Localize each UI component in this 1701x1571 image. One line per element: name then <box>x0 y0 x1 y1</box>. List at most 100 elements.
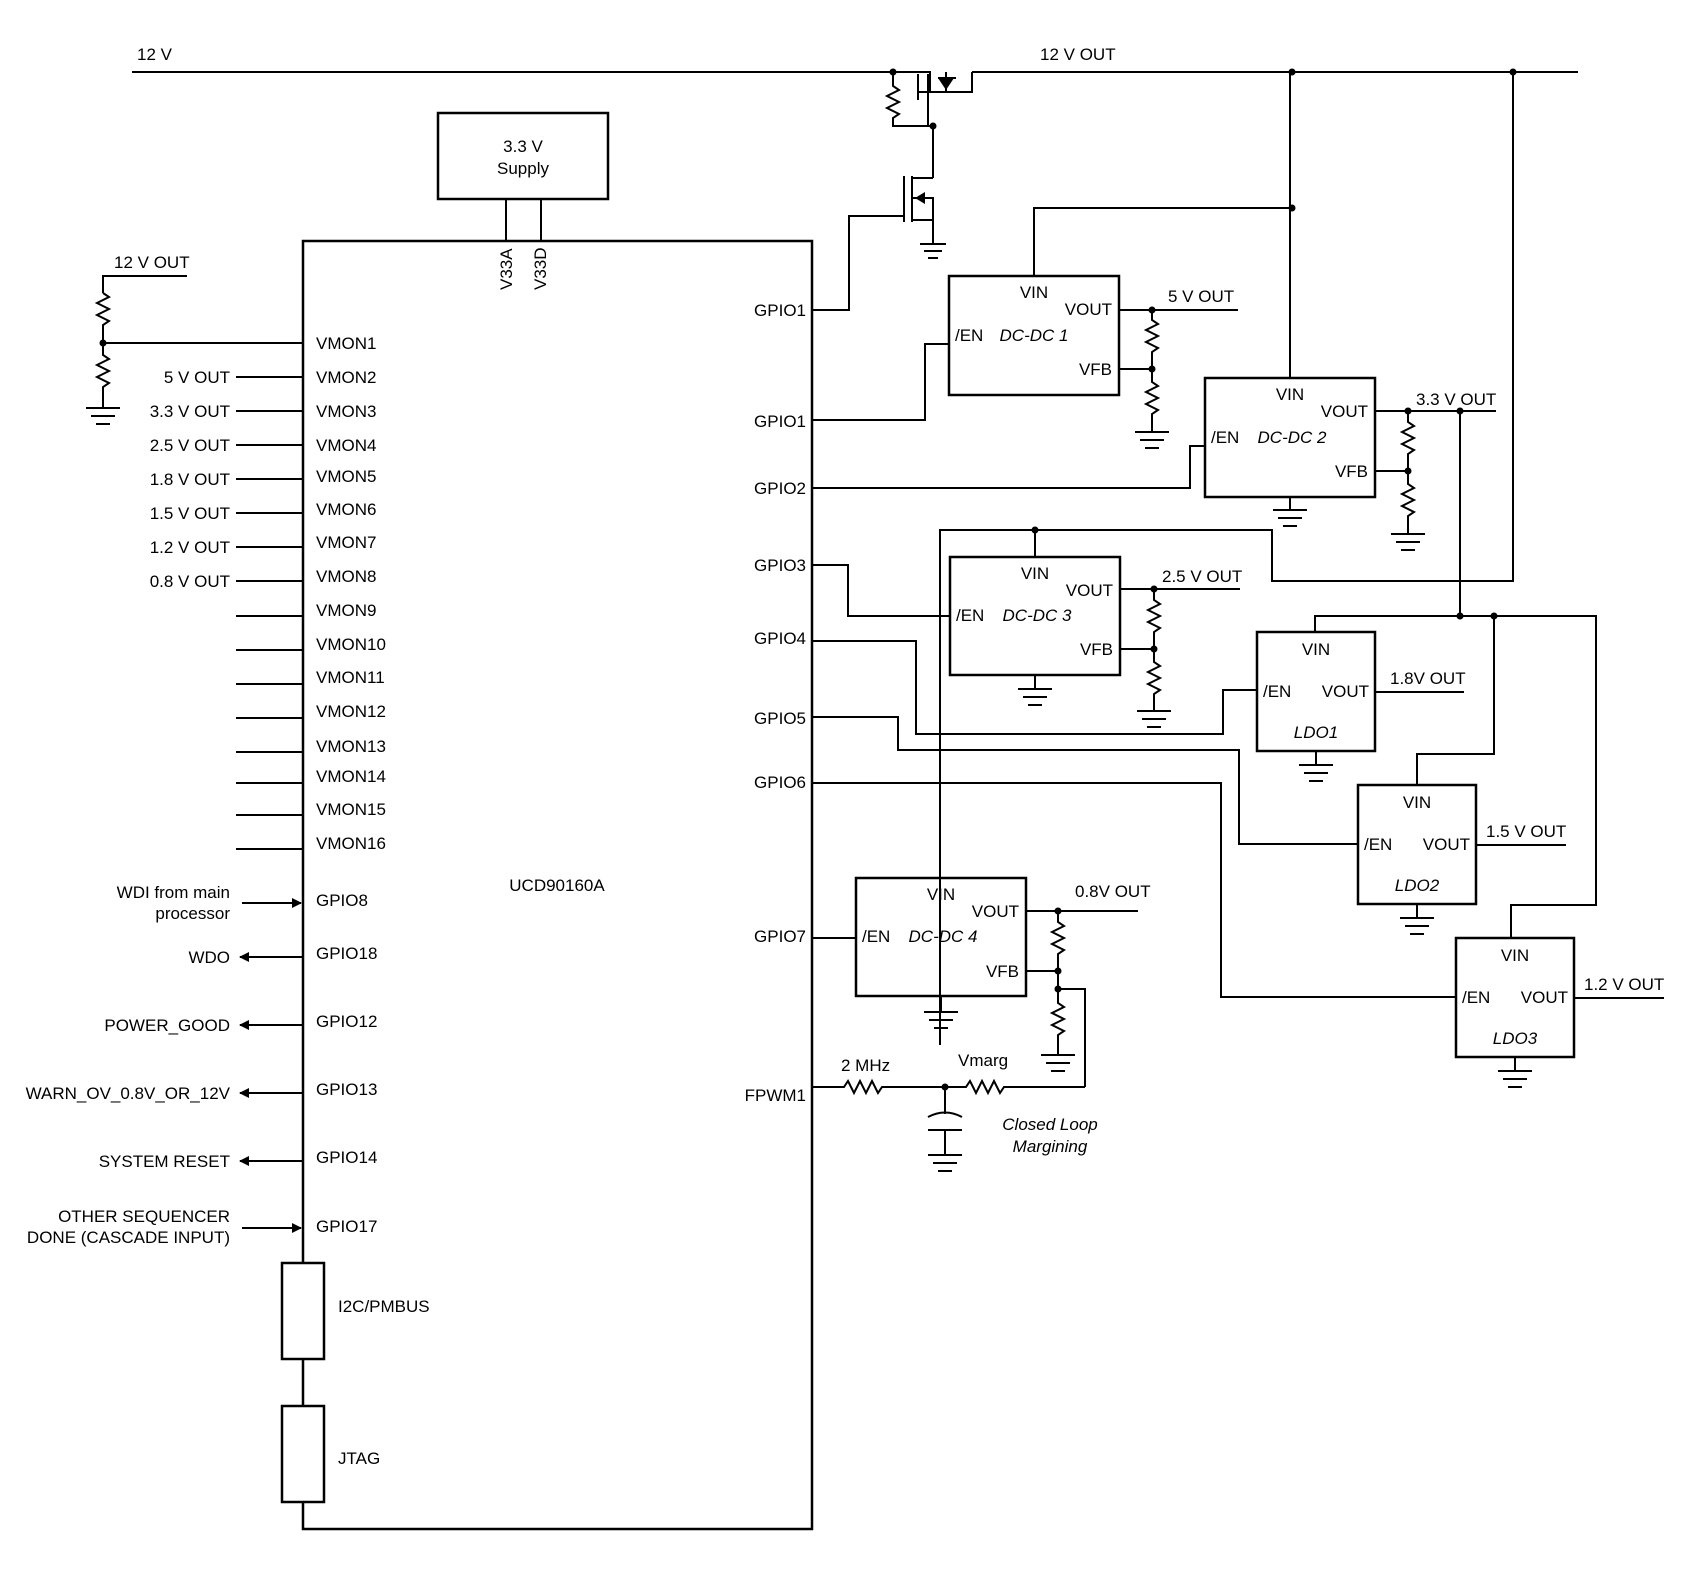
vmon-pin: VMON15 <box>316 800 386 819</box>
vmon-input: 5 V OUT <box>164 368 230 387</box>
gpio-pin: GPIO7 <box>754 927 806 946</box>
ldo1-output: 1.8V OUT <box>1390 669 1466 688</box>
vmon-input: 2.5 V OUT <box>150 436 230 455</box>
vmon-pin: VMON10 <box>316 635 386 654</box>
dcdc4-name: DC-DC 4 <box>909 927 978 946</box>
ldo1: VIN /EN VOUT LDO1 1.8V OUT <box>812 630 1466 782</box>
margining-caption-2: Margining <box>1013 1137 1088 1156</box>
pin-v33a: V33A <box>497 248 516 290</box>
dcdc3-vin: VIN <box>1021 564 1049 583</box>
dcdc4-vout: VOUT <box>972 902 1019 921</box>
dcdc1-vin: VIN <box>1020 283 1048 302</box>
dcdc1: VIN VOUT /EN DC-DC 1 VFB 5 V OUT <box>812 204 1296 449</box>
nfet-driver <box>810 126 946 311</box>
gpio-pin: GPIO4 <box>754 629 806 648</box>
vmon-pins: VMON1 VMON2 VMON3 VMON4 VMON5 VMON6 VMON… <box>150 334 386 853</box>
input-rail-12v: 12 V 12 V OUT <box>132 45 1578 76</box>
vmon-input: 1.2 V OUT <box>150 538 230 557</box>
rail-in-label: 12 V <box>137 45 173 64</box>
gpio-signal: WARN_OV_0.8V_OR_12V <box>26 1084 231 1103</box>
vmon-pin: VMON8 <box>316 567 376 586</box>
gpio-pin: GPIO5 <box>754 709 806 728</box>
dcdc1-en: /EN <box>955 326 983 345</box>
ldo1-vin: VIN <box>1302 640 1330 659</box>
dcdc2-vfb: VFB <box>1335 462 1368 481</box>
dcdc3-en: /EN <box>956 606 984 625</box>
vmon-input: 1.5 V OUT <box>150 504 230 523</box>
gpio-pin: GPIO17 <box>316 1217 377 1236</box>
gpio-pin: GPIO1 <box>754 301 806 320</box>
vmon-pin: VMON4 <box>316 436 376 455</box>
dcdc1-output: 5 V OUT <box>1168 287 1234 306</box>
freq-label: 2 MHz <box>841 1056 890 1075</box>
gpio-signal: DONE (CASCADE INPUT) <box>27 1228 230 1247</box>
gpio-pin: GPIO3 <box>754 556 806 575</box>
pin-v33d: V33D <box>531 247 550 290</box>
gpio-pin: GPIO13 <box>316 1080 377 1099</box>
dcdc2-vout: VOUT <box>1321 402 1368 421</box>
dcdc1-vout: VOUT <box>1065 300 1112 319</box>
vmon-input: 3.3 V OUT <box>150 402 230 421</box>
ldo3: VIN /EN VOUT LDO3 1.2 V OUT <box>812 782 1664 1088</box>
vmon-pin: VMON2 <box>316 368 376 387</box>
dcdc3-vout: VOUT <box>1066 581 1113 600</box>
ldo1-en: /EN <box>1263 682 1291 701</box>
gpio-pin: GPIO8 <box>316 891 368 910</box>
dcdc2-vin: VIN <box>1276 385 1304 404</box>
gpio-pin: GPIO12 <box>316 1012 377 1031</box>
margining-network: 2 MHz Vmarg Closed Loop Margining <box>812 1051 1098 1172</box>
pfet-load-switch <box>884 71 973 130</box>
gpio-signal: WDI from main <box>117 883 230 902</box>
gpio-pin: GPIO1 <box>754 412 806 431</box>
vmon1-source: 12 V OUT <box>114 253 190 272</box>
vmon-pin: VMON3 <box>316 402 376 421</box>
dcdc3: VIN VOUT /EN DC-DC 3 VFB 2.5 V OUT <box>812 72 1514 1045</box>
dcdc3-name: DC-DC 3 <box>1003 606 1072 625</box>
fpwm-pin: FPWM1 <box>745 1086 806 1105</box>
gpio-pin: GPIO6 <box>754 773 806 792</box>
dcdc4-vfb: VFB <box>986 962 1019 981</box>
gpio-pin: GPIO18 <box>316 944 377 963</box>
dcdc2-output: 3.3 V OUT <box>1416 390 1496 409</box>
dcdc2-name: DC-DC 2 <box>1258 428 1327 447</box>
vmon-pin: VMON6 <box>316 500 376 519</box>
vmon-pin: VMON16 <box>316 834 386 853</box>
ldo2-en: /EN <box>1364 835 1392 854</box>
vmon-pin: VMON14 <box>316 767 386 786</box>
vmon-pin: VMON7 <box>316 533 376 552</box>
vmon1-divider: 12 V OUT <box>86 253 303 425</box>
supply-line2: Supply <box>497 159 549 178</box>
vmon-pin: VMON1 <box>316 334 376 353</box>
ldo2-vin: VIN <box>1403 793 1431 812</box>
ldo1-vout: VOUT <box>1322 682 1369 701</box>
dcdc1-vfb: VFB <box>1079 360 1112 379</box>
dcdc2-en: /EN <box>1211 428 1239 447</box>
dcdc4: VIN VOUT /EN DC-DC 4 VFB 0.8V OUT <box>812 876 1151 1087</box>
vmon-pin: VMON11 <box>316 668 385 687</box>
dcdc2: VIN VOUT /EN DC-DC 2 VFB 3.3 V OUT <box>812 72 1496 551</box>
ldo2: VIN /EN VOUT LDO2 1.5 V OUT <box>812 716 1566 935</box>
dcdc3-vfb: VFB <box>1080 640 1113 659</box>
gpio-signal: OTHER SEQUENCER <box>58 1207 230 1226</box>
ldo3-vout: VOUT <box>1521 988 1568 1007</box>
gpio-signal: WDO <box>188 948 230 967</box>
ldo3-name: LDO3 <box>1493 1029 1538 1048</box>
vmon-pin: VMON5 <box>316 467 376 486</box>
right-pins: GPIO1 GPIO1 GPIO2 GPIO3 GPIO4 GPIO5 GPIO… <box>745 301 806 1105</box>
gpio-signal: POWER_GOOD <box>104 1016 230 1035</box>
vmon-pin: VMON9 <box>316 601 376 620</box>
left-gpio-signals: GPIO8 WDI from main processor GPIO18 WDO… <box>26 883 378 1247</box>
ldo2-vout: VOUT <box>1423 835 1470 854</box>
ldo1-name: LDO1 <box>1294 723 1338 742</box>
vmon-input: 0.8 V OUT <box>150 572 230 591</box>
ldo3-output: 1.2 V OUT <box>1584 975 1664 994</box>
vmarg-label: Vmarg <box>958 1051 1008 1070</box>
ldo2-name: LDO2 <box>1395 876 1440 895</box>
ldo3-vin: VIN <box>1501 946 1529 965</box>
vmon-pin: VMON12 <box>316 702 386 721</box>
dcdc3-output: 2.5 V OUT <box>1162 567 1242 586</box>
vmon-pin: VMON13 <box>316 737 386 756</box>
supply-3v3: 3.3 V Supply <box>436 111 610 241</box>
i2c-label: I2C/PMBUS <box>338 1297 430 1316</box>
